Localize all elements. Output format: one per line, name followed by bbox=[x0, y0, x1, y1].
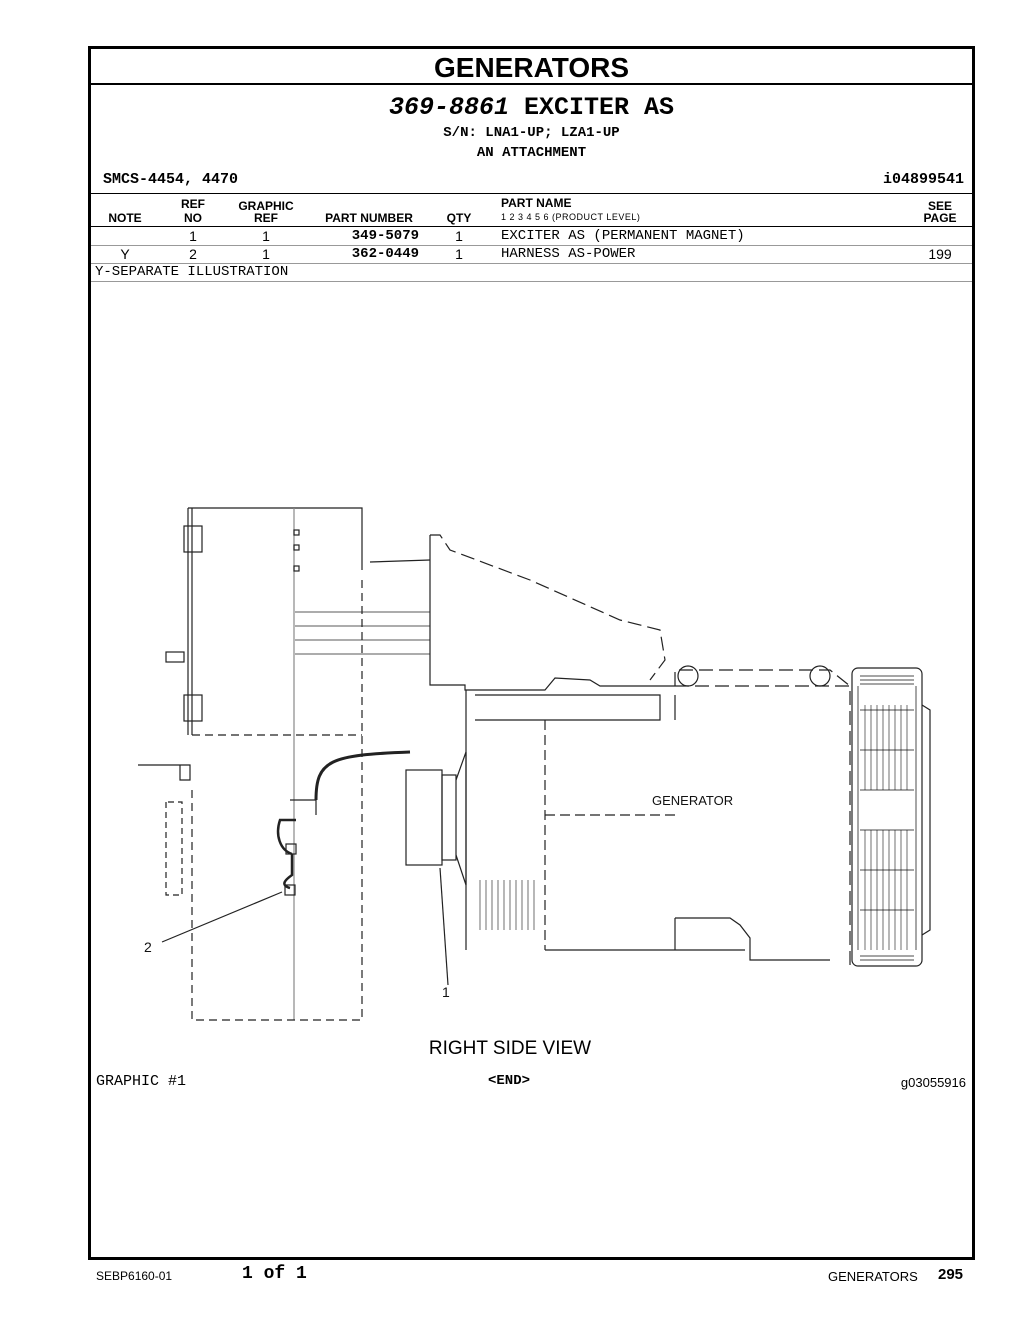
cell-qty: 1 bbox=[455, 228, 463, 244]
callout-2: 2 bbox=[144, 939, 152, 955]
cell-part-name: HARNESS AS-POWER bbox=[501, 246, 636, 262]
page-frame: GENERATORS 369-8861 EXCITER AS S/N: LNA1… bbox=[88, 46, 975, 1260]
serial-range: S/N: LNA1-UP; LZA1-UP bbox=[443, 125, 620, 141]
footer-page-of: 1 of 1 bbox=[242, 1264, 307, 1284]
cell-part-name: EXCITER AS (PERMANENT MAGNET) bbox=[501, 228, 745, 244]
footer-doc-number: SEBP6160-01 bbox=[96, 1269, 173, 1283]
assembly-part-number: 369-8861 bbox=[388, 93, 509, 122]
assembly-title: 369-8861 EXCITER AS bbox=[91, 93, 972, 122]
cell-ref-no: 1 bbox=[189, 228, 197, 244]
divider bbox=[91, 226, 972, 227]
footer-page-number: 295 bbox=[938, 1266, 964, 1283]
smcs-code: SMCS-4454, 4470 bbox=[103, 171, 239, 188]
exploded-view-drawing: GENERATOR 1 2 bbox=[138, 507, 931, 1021]
cell-graphic-ref: 1 bbox=[262, 228, 270, 244]
generator-label: GENERATOR bbox=[652, 793, 733, 808]
graphic-number: g03055916 bbox=[900, 1075, 966, 1090]
divider bbox=[91, 263, 972, 264]
header-ref-bottom: NO bbox=[184, 211, 202, 225]
divider bbox=[91, 245, 972, 246]
cell-graphic-ref: 1 bbox=[262, 246, 270, 262]
header-graphic-top: GRAPHIC bbox=[238, 199, 294, 213]
header-note: NOTE bbox=[108, 211, 142, 225]
header-part-name: PART NAME bbox=[501, 196, 572, 210]
cell-qty: 1 bbox=[455, 246, 463, 262]
header-product-level: 1 2 3 4 5 6 (PRODUCT LEVEL) bbox=[501, 212, 641, 222]
table-footnote: Y-SEPARATE ILLUSTRATION bbox=[95, 264, 289, 280]
cell-part-number: 349-5079 bbox=[351, 228, 419, 244]
header-see-bottom: PAGE bbox=[923, 211, 957, 225]
cell-ref-no: 2 bbox=[189, 246, 197, 262]
document-id: i04899541 bbox=[882, 171, 964, 188]
header-see-top: SEE bbox=[927, 199, 952, 213]
header-part-number: PART NUMBER bbox=[325, 211, 413, 225]
attachment-label: AN ATTACHMENT bbox=[476, 145, 587, 161]
cell-see-page: 199 bbox=[928, 246, 952, 262]
divider bbox=[91, 193, 972, 194]
header-qty: QTY bbox=[446, 211, 472, 225]
section-title: GENERATORS bbox=[91, 49, 972, 85]
header-graphic-bottom: REF bbox=[254, 211, 278, 225]
assembly-name: EXCITER AS bbox=[524, 93, 675, 122]
footer-section: GENERATORS bbox=[828, 1269, 918, 1284]
graphic-label: GRAPHIC #1 bbox=[96, 1073, 187, 1090]
callout-1: 1 bbox=[442, 984, 450, 1000]
cell-part-number: 362-0449 bbox=[351, 246, 419, 262]
header-ref-top: REF bbox=[181, 197, 205, 211]
end-marker: <END> bbox=[488, 1073, 531, 1089]
divider bbox=[91, 281, 972, 282]
view-caption: RIGHT SIDE VIEW bbox=[428, 1038, 592, 1059]
cell-note: Y bbox=[120, 246, 130, 262]
